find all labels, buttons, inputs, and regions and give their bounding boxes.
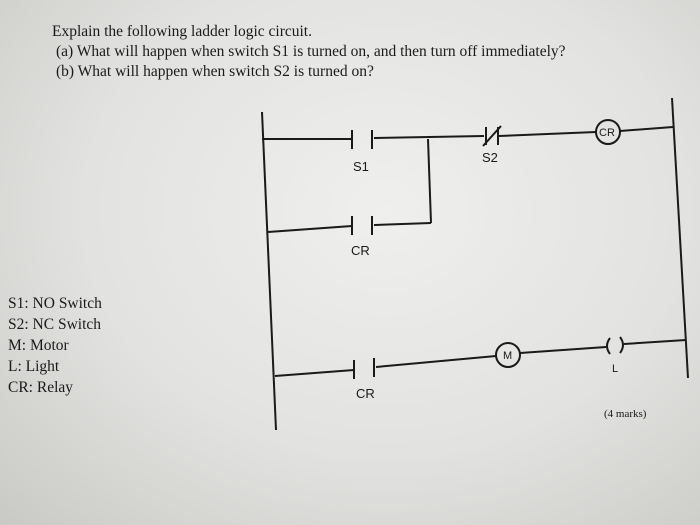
legend-item: L: Light xyxy=(8,358,60,375)
coil-cr-circle xyxy=(595,119,621,145)
contact-cr-motor-symbol xyxy=(353,358,375,379)
question-part-b: (b) What will happen when switch S2 is t… xyxy=(56,63,374,80)
contact-s2-nc-symbol xyxy=(482,125,502,147)
marks-label: (4 marks) xyxy=(604,408,647,420)
contact-s1-label: S1 xyxy=(353,159,369,174)
contact-cr-latch-symbol xyxy=(351,216,373,235)
legend-item: S2: NC Switch xyxy=(8,316,102,333)
contact-s2-label: S2 xyxy=(482,150,498,165)
coil-cr-label: CR xyxy=(599,127,615,139)
right-power-rail xyxy=(671,97,689,379)
rung2-wire xyxy=(274,369,355,377)
question-title: Explain the following ladder logic circu… xyxy=(52,23,312,40)
contact-cr-motor-label: CR xyxy=(356,386,375,401)
branch-wire xyxy=(267,225,353,233)
left-power-rail xyxy=(261,111,277,431)
question-block: Explain the following ladder logic circu… xyxy=(52,22,566,82)
legend-item: M: Motor xyxy=(8,337,69,354)
contact-s1-symbol xyxy=(351,130,373,149)
light-coil-symbol xyxy=(606,336,624,355)
contact-cr-latch-label: CR xyxy=(351,243,370,258)
legend-item: CR: Relay xyxy=(8,379,74,396)
coil-m-label: M xyxy=(503,350,512,362)
legend-item: S1: NO Switch xyxy=(8,295,102,312)
light-label: L xyxy=(612,363,618,375)
question-part-a: (a) What will happen when switch S1 is t… xyxy=(56,43,566,60)
coil-m-circle xyxy=(495,342,521,368)
legend: S1: NO Switch S2: NC Switch M: Motor L: … xyxy=(8,293,102,398)
